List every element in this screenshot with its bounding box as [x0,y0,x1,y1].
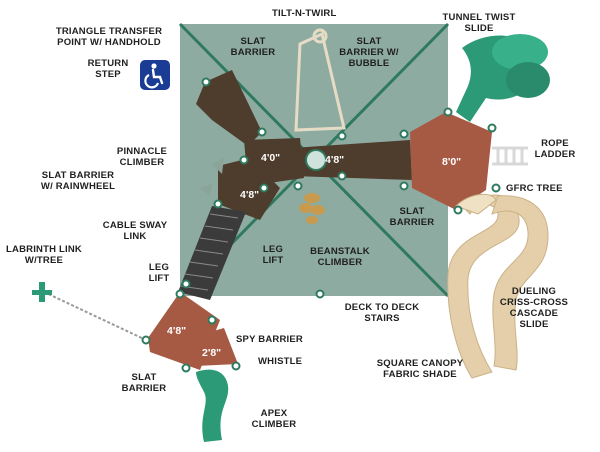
label-pinnacle-climber: PINNACLE CLIMBER [116,146,168,168]
labrinth-link [43,291,147,341]
triangle-small-height: 2'8" [202,347,222,359]
dueling-criss-cross-slide [447,193,549,379]
triangle-large-height: 4'8" [167,325,187,337]
label-beanstalk-climber: BEANSTALK CLIMBER [310,246,370,268]
deck-walkway [292,140,412,180]
pinnacle-climber [196,70,262,146]
center-hub [305,149,327,171]
triangle-transfer-small [196,328,238,366]
label-leg-lift-left: LEG LIFT [148,262,170,284]
label-gfrc-tree: GFRC TREE [506,183,563,194]
support-posts [141,77,501,373]
label-cable-sway-link: CABLE SWAY LINK [102,220,168,242]
deck-lower [218,158,280,220]
deck-left-height: 4'0" [261,152,281,164]
label-labrinth-link: LABRINTH LINK w/TREE [6,244,82,266]
apex-climber [196,369,229,442]
tunnel-twist-slide [456,34,550,122]
label-whistle: WHISTLE [258,356,303,367]
label-square-canopy: SQUARE CANOPY FABRIC SHADE [376,358,464,380]
label-leg-lift-center: LEG LIFT [262,244,284,266]
deck-right-height: 8'0" [442,156,462,168]
deck-right [410,112,492,210]
label-spy-barrier: SPY BARRIER [236,334,303,345]
label-triangle-transfer: TRIANGLE TRANSFER POINT w/ HANDHOLD [55,26,163,48]
deck-center-height: 4'8" [325,154,345,166]
label-slat-barrier-bubble: SLAT BARRIER w/ BUBBLE [339,36,399,69]
label-slat-barrier-bottom: SLAT BARRIER [121,372,167,394]
slat-barrier-fins [200,158,224,196]
rope-ladder [492,146,528,166]
deck-lower-height: 4'8" [240,189,260,201]
label-slat-barrier-right: SLAT BARRIER [389,206,435,228]
label-dueling-slide: DUELING CRISS-CROSS CASCADE SLIDE [499,286,569,330]
label-tilt-n-twirl: TILT-N-TWIRL [272,8,337,19]
tilt-n-twirl-top [312,28,328,44]
label-apex-climber: APEX CLIMBER [251,408,297,430]
accessibility-icon [140,60,170,90]
label-slat-barrier-top: SLAT BARRIER [230,36,276,58]
label-rope-ladder: ROPE LADDER [534,138,576,160]
label-tunnel-twist-slide: TUNNEL TWIST SLIDE [442,12,516,34]
label-deck-to-deck-stairs: DECK TO DECK STAIRS [344,302,420,324]
label-return-step: RETURN STEP [87,58,129,80]
labrinth-tree [32,282,52,302]
stair-treads [179,213,239,291]
beanstalk-climber [299,193,325,224]
label-slat-barrier-rainwheel: SLAT BARRIER w/ RAINWHEEL [40,170,116,192]
